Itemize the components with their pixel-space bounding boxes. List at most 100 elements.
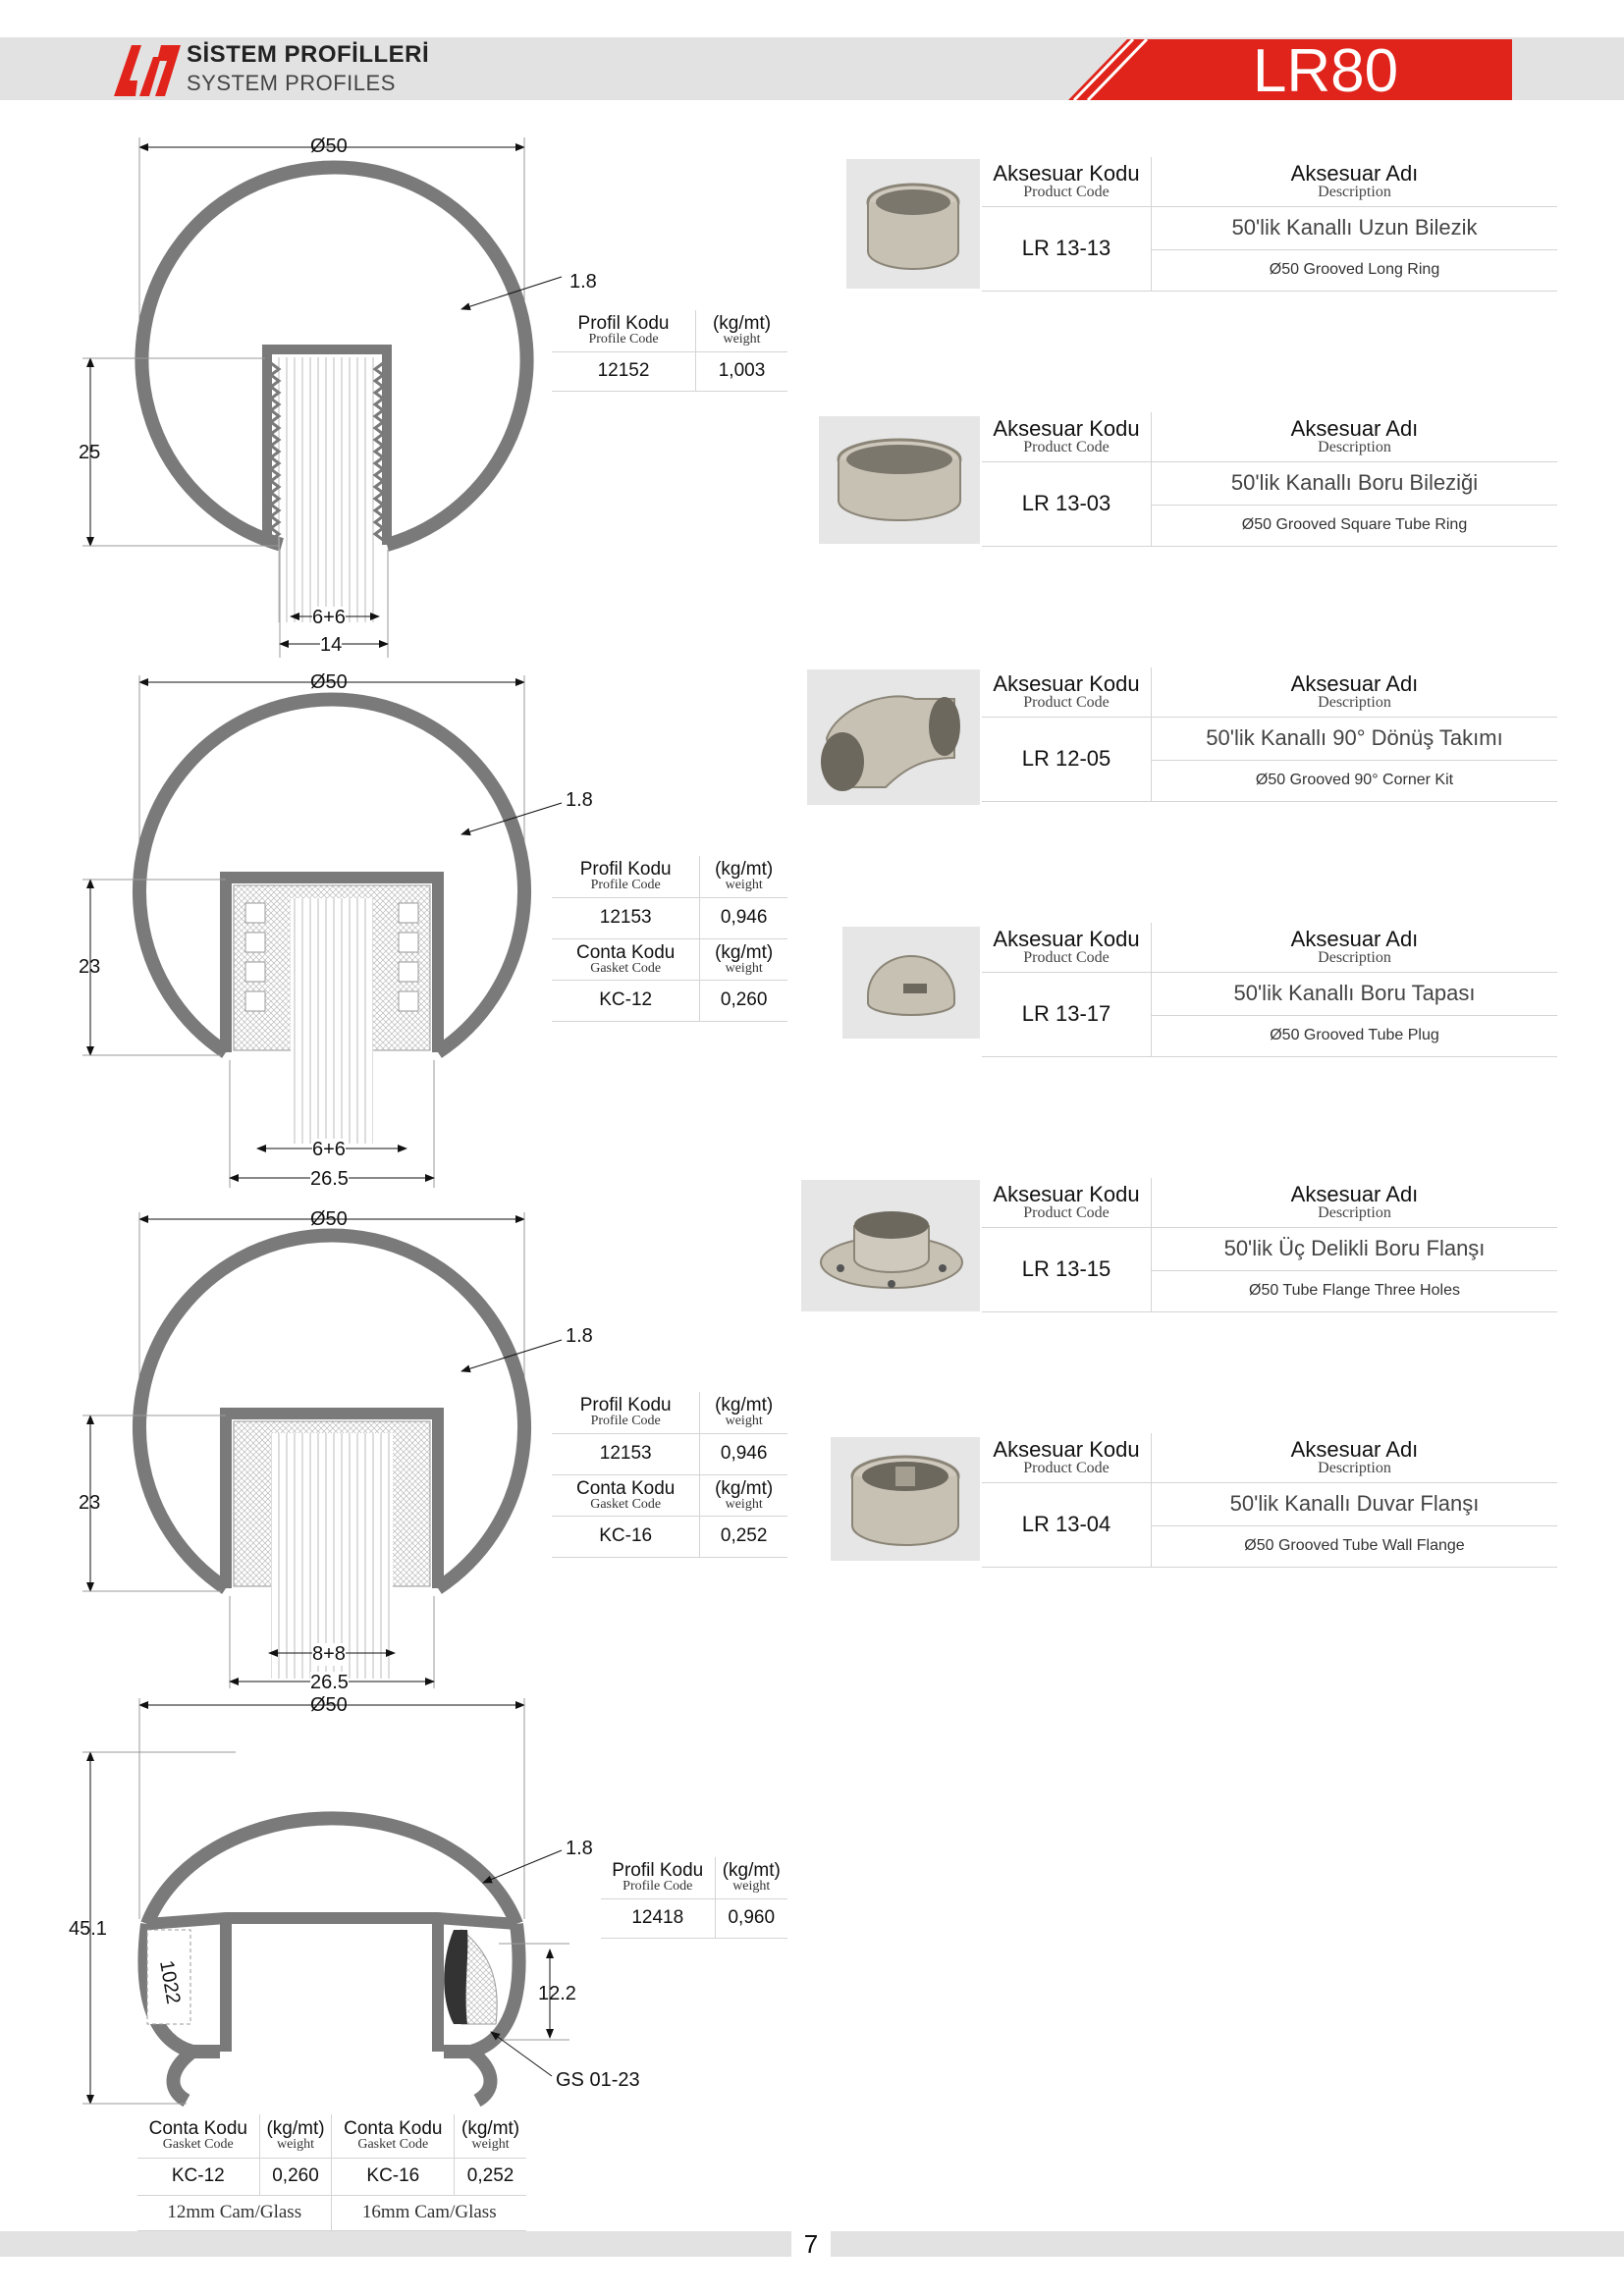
label-gasket-code: Gasket Code: [357, 2137, 429, 2153]
flange-icon: [820, 1211, 963, 1289]
brand-name-tr: SİSTEM PROFİLLERİ: [187, 41, 430, 68]
profile-code-value: 12418: [601, 1898, 716, 1939]
series-code: LR80: [1252, 37, 1399, 105]
accessory-name-en: Ø50 Grooved Long Ring: [1269, 261, 1440, 278]
label-kgmt: (kg/mt): [715, 1395, 774, 1416]
label-aksesuar-adi: Aksesuar Adı: [1290, 160, 1419, 186]
p3-height-label: 23: [79, 1492, 101, 1514]
label-aksesuar-adi: Aksesuar Adı: [1290, 1181, 1419, 1206]
label-weight: weight: [725, 1496, 763, 1512]
label-product-code: Product Code: [1023, 693, 1110, 711]
p1-wall-label: 1.8: [569, 271, 597, 293]
accessory-name-en: Ø50 Grooved Tube Wall Flange: [1244, 1537, 1465, 1554]
label-description: Description: [1318, 1459, 1391, 1476]
accessory-code: LR 12-05: [982, 717, 1152, 801]
label-kgmt: (kg/mt): [715, 941, 774, 963]
label-product-code: Product Code: [1023, 1203, 1110, 1221]
profile-3-drawing: [82, 1212, 563, 1688]
label-aksesuar-kodu: Aksesuar Kodu: [993, 926, 1140, 951]
profile-code-value: 12153: [552, 897, 701, 939]
accessory-photo-wall-flange: [831, 1437, 980, 1561]
label-profil-kodu: Profil Kodu: [612, 1860, 704, 1882]
label-kgmt: (kg/mt): [266, 2118, 325, 2140]
series-badge: [1068, 39, 1512, 100]
label-weight: weight: [725, 960, 763, 976]
ring-icon: [866, 183, 960, 270]
label-description: Description: [1318, 1203, 1391, 1221]
accessory-code: LR 13-13: [982, 206, 1152, 291]
p2-outer-label: 26.5: [310, 1168, 349, 1191]
accessory-name-en: Ø50 Grooved 90° Corner Kit: [1255, 772, 1454, 788]
plug-icon: [867, 955, 955, 1016]
p3-inner-label: 8+8: [312, 1643, 346, 1666]
p2-dia-label: Ø50: [310, 671, 348, 693]
label-aksesuar-adi: Aksesuar Adı: [1290, 926, 1419, 951]
gasket-code-value: KC-12: [137, 2158, 260, 2196]
gasket-weight-value: 0,260: [259, 2158, 333, 2196]
label-weight: weight: [732, 1879, 771, 1895]
label-profile-code: Profile Code: [590, 1414, 661, 1429]
gasket-weight-value: 0,252: [454, 2158, 526, 2196]
p1-height-label: 25: [79, 442, 101, 463]
gasket-code-value: KC-12: [552, 980, 701, 1022]
p2-wall-label: 1.8: [566, 789, 593, 811]
profile-weight-value: 1,003: [695, 351, 787, 392]
label-kgmt: (kg/mt): [712, 313, 772, 335]
p4-wall-label: 1.8: [566, 1838, 593, 1859]
p4-height-label: 45.1: [69, 1918, 107, 1940]
accessory-photo-long-ring: [846, 159, 980, 289]
brand-name-en: SYSTEM PROFILES: [187, 71, 396, 95]
p4-gasket-height-label: 12.2: [538, 1983, 576, 2004]
accessory-code: LR 13-03: [982, 461, 1152, 546]
glass-size-16: 16mm Cam/Glass: [331, 2195, 526, 2231]
label-aksesuar-kodu: Aksesuar Kodu: [993, 415, 1140, 441]
label-conta-kodu: Conta Kodu: [575, 941, 676, 963]
accessory-name-tr: 50'lik Kanallı 90° Dönüş Takımı: [1206, 725, 1503, 750]
accessory-photo-corner-kit: [807, 669, 980, 805]
label-profile-code: Profile Code: [623, 1879, 693, 1895]
elbow-icon: [821, 695, 960, 791]
label-weight: weight: [276, 2137, 315, 2153]
p2-height-label: 23: [79, 956, 101, 978]
accessory-name-tr: 50'lik Kanallı Boru Tapası: [1233, 981, 1476, 1005]
label-product-code: Product Code: [1023, 183, 1110, 200]
label-conta-kodu: Conta Kodu: [148, 2118, 247, 2140]
profile-weight-value: 0,960: [715, 1898, 787, 1939]
label-description: Description: [1318, 183, 1391, 200]
label-description: Description: [1318, 948, 1391, 966]
accessory-name-en: Ø50 Grooved Tube Plug: [1270, 1027, 1439, 1043]
label-profile-code: Profile Code: [588, 332, 659, 347]
p1-dia-label: Ø50: [310, 135, 348, 157]
gasket-weight-value: 0,260: [699, 980, 787, 1022]
label-description: Description: [1318, 438, 1391, 455]
accessory-code: LR 13-17: [982, 972, 1152, 1056]
accessory-name-en: Ø50 Tube Flange Three Holes: [1249, 1282, 1460, 1299]
profile-4-drawing: [82, 1698, 569, 2108]
profile-code-value: 12152: [552, 351, 697, 392]
label-aksesuar-adi: Aksesuar Adı: [1290, 670, 1419, 696]
label-profile-code: Profile Code: [590, 878, 661, 893]
label-product-code: Product Code: [1023, 1459, 1110, 1476]
label-weight: weight: [471, 2137, 510, 2153]
gasket-weight-value: 0,252: [699, 1516, 787, 1558]
label-conta-kodu: Conta Kodu: [344, 2118, 443, 2140]
p1-inner-label: 6+6: [312, 607, 346, 629]
wall-flange-icon: [850, 1455, 960, 1546]
accessory-code: LR 13-15: [982, 1227, 1152, 1311]
accessory-photo-square-tube-ring: [819, 416, 980, 544]
p3-outer-label: 26.5: [310, 1672, 349, 1694]
label-profil-kodu: Profil Kodu: [579, 859, 672, 881]
label-kgmt: (kg/mt): [722, 1860, 781, 1882]
label-gasket-code: Gasket Code: [590, 1496, 662, 1512]
label-kgmt: (kg/mt): [715, 859, 774, 881]
accessory-photo-tube-flange: [801, 1180, 980, 1311]
label-product-code: Product Code: [1023, 438, 1110, 455]
label-aksesuar-adi: Aksesuar Adı: [1290, 415, 1419, 441]
